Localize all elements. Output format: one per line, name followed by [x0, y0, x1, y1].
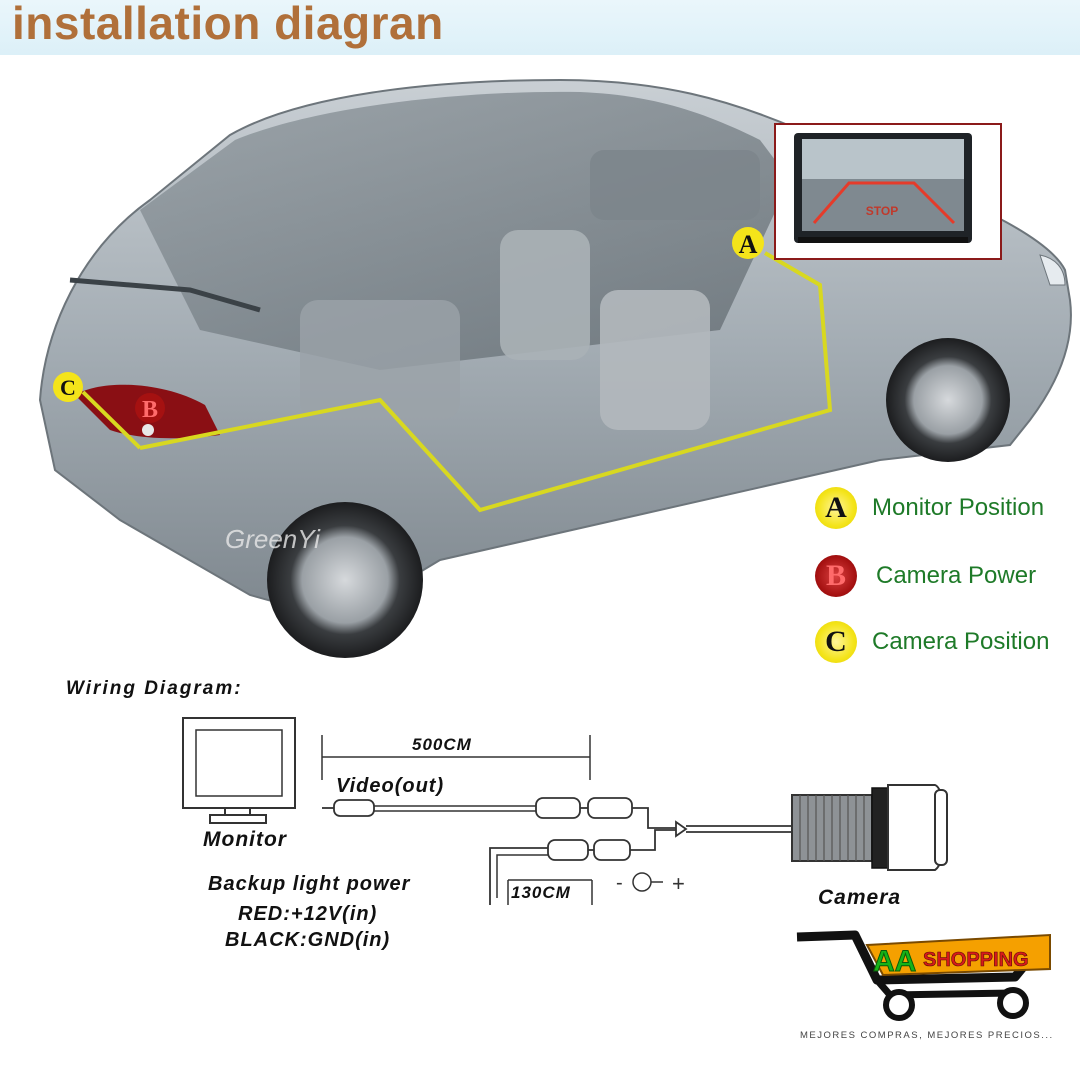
label-backup-light-power: Backup light power — [208, 873, 411, 895]
wiring-diagram: - + — [182, 717, 948, 905]
label-red-12v: RED:+12V(in) — [238, 903, 378, 925]
marker-b-text: B — [142, 397, 158, 423]
wire-route — [139, 251, 833, 513]
front-seat-left — [500, 230, 590, 360]
legend-item-power: B Camera Power — [815, 555, 1036, 597]
video-connector-1 — [535, 797, 581, 819]
monitor-stop-text: STOP — [866, 204, 898, 218]
marker-b — [135, 393, 165, 423]
dashboard — [590, 150, 760, 220]
headlight — [1039, 254, 1066, 286]
legend-label-b: Camera Power — [876, 562, 1037, 589]
dc-jack-icon — [632, 872, 652, 892]
legend-label-a: Monitor Position — [872, 494, 1045, 521]
video-plug-left — [333, 799, 375, 817]
marker-c-text: C — [60, 375, 76, 400]
label-black-gnd: BLACK:GND(in) — [225, 929, 391, 951]
legend-item-monitor: A Monitor Position — [815, 487, 1044, 529]
front-wheel — [886, 338, 1010, 462]
wiring-diagram-title: Wiring Diagram: — [66, 678, 243, 699]
power-connector-1 — [547, 839, 589, 861]
power-connector-2 — [593, 839, 631, 861]
logo-tagline: MEJORES COMPRAS, MEJORES PRECIOS... — [800, 1030, 1054, 1041]
marker-c — [53, 372, 83, 402]
legend-label-c: Camera Position — [872, 628, 1050, 655]
page-title: installation diagran — [12, 0, 444, 49]
legend-badge-c: C — [815, 621, 857, 663]
rear-seat — [300, 300, 460, 420]
label-500cm: 500CM — [412, 735, 472, 754]
label-monitor: Monitor — [203, 828, 287, 851]
monitor-inset: STOP — [774, 123, 1002, 260]
logo-shopping: SHOPPING — [923, 949, 1029, 971]
label-camera: Camera — [818, 886, 902, 909]
legend-item-camera: C Camera Position — [815, 621, 1049, 663]
marker-a-text: A — [739, 230, 758, 259]
logo-aa: AA — [873, 945, 916, 978]
watermark: GreenYi — [225, 524, 321, 554]
legend-badge-a: A — [815, 487, 857, 529]
video-connector-2 — [587, 797, 633, 819]
polarity-plus: + — [672, 871, 685, 896]
rear-wheel — [267, 502, 423, 658]
aa-shopping-logo: AA SHOPPING — [796, 930, 1051, 1021]
label-130cm: 130CM — [511, 883, 571, 902]
polarity-minus: - — [616, 872, 623, 894]
camera-icon — [791, 784, 948, 871]
legend-badge-b: B — [815, 555, 857, 597]
title-banner — [0, 0, 1080, 55]
label-video-out: Video(out) — [336, 775, 445, 797]
marker-a — [732, 227, 764, 259]
front-seat-right — [600, 290, 710, 430]
